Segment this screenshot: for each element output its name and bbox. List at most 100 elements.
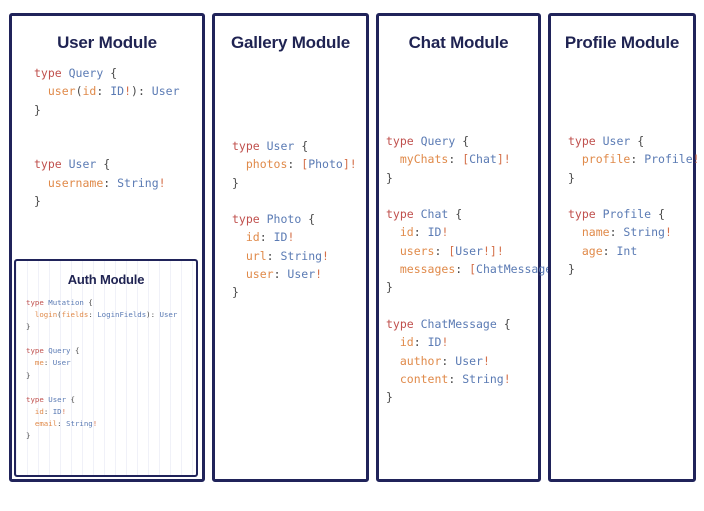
code-token: me xyxy=(34,358,44,368)
card-profile-module[interactable]: Profile Module type User { profile: Prof… xyxy=(548,13,700,482)
code-token: username xyxy=(47,175,104,190)
code-token: : xyxy=(413,225,428,240)
code-token: : xyxy=(287,157,302,172)
code-token: : xyxy=(448,371,463,386)
code-token: { xyxy=(103,66,118,80)
code-token xyxy=(386,225,400,239)
code-token: : xyxy=(266,248,281,263)
code-token: } xyxy=(386,170,393,185)
code-line: id: ID! xyxy=(386,223,538,241)
code-token xyxy=(26,407,35,416)
code-token: ! xyxy=(124,84,132,99)
code-block-gallery-module: type User { photos: [Photo]!} type Photo… xyxy=(215,137,366,302)
code-line xyxy=(34,119,202,137)
code-token xyxy=(232,230,246,244)
code-line: } xyxy=(26,430,196,442)
code-token: [ xyxy=(448,243,456,258)
code-line xyxy=(568,187,693,205)
code-token: { xyxy=(301,212,316,227)
code-token: User xyxy=(455,353,483,368)
code-token: ! xyxy=(441,335,449,350)
code-token: ! xyxy=(158,175,166,190)
code-line xyxy=(34,137,202,155)
code-token: [ xyxy=(462,152,470,167)
code-token: Mutation xyxy=(48,298,84,307)
code-line: } xyxy=(232,174,366,192)
code-line: content: String! xyxy=(386,370,538,388)
code-token xyxy=(26,310,35,319)
code-token: ! xyxy=(322,248,329,263)
code-token xyxy=(568,152,582,166)
code-token: } xyxy=(34,194,41,209)
card-title-gallery-module: Gallery Module xyxy=(230,33,351,52)
code-token: Photo xyxy=(266,212,302,227)
code-token xyxy=(568,225,582,239)
code-token: Profile xyxy=(602,207,652,222)
code-token: ChatMessage xyxy=(476,262,553,277)
code-token: id xyxy=(399,225,414,240)
code-token xyxy=(34,84,48,98)
code-line: id: ID! xyxy=(232,228,366,246)
code-token: Query xyxy=(68,66,104,80)
code-token: Query xyxy=(420,134,456,148)
code-token xyxy=(232,157,246,171)
code-token: !]! xyxy=(482,243,504,258)
code-token: email xyxy=(34,418,58,428)
code-token: ! xyxy=(664,225,672,240)
code-line: login(fields: LoginFields): User xyxy=(26,309,196,321)
card-gallery-module[interactable]: Gallery Module type User { photos: [Phot… xyxy=(212,13,369,482)
code-token: : xyxy=(602,243,617,258)
code-line xyxy=(386,187,538,205)
code-token: profile xyxy=(581,152,631,167)
code-token: Int xyxy=(616,243,638,258)
code-line: type User { xyxy=(34,155,202,173)
code-token: Photo xyxy=(308,157,343,172)
code-line: author: User! xyxy=(386,352,538,370)
code-token: type xyxy=(568,207,603,222)
code-token xyxy=(386,354,400,368)
code-token: photos xyxy=(245,157,288,172)
code-token: type xyxy=(386,134,421,148)
code-token: User xyxy=(52,358,71,368)
code-token: type xyxy=(386,316,421,331)
code-line: type User { xyxy=(26,394,196,406)
code-line: users: [User!]! xyxy=(386,242,538,260)
code-line: type ChatMessage { xyxy=(386,315,538,333)
code-line: } xyxy=(386,169,538,187)
code-line xyxy=(26,333,196,345)
code-line: } xyxy=(26,370,196,382)
code-token: } xyxy=(386,390,393,405)
code-token: : xyxy=(273,267,288,282)
code-token: User xyxy=(602,134,631,148)
code-token: : xyxy=(609,225,624,240)
code-token: type xyxy=(232,139,267,153)
code-token: User xyxy=(455,243,483,258)
code-line: url: String! xyxy=(232,247,366,265)
code-block-profile-module: type User { profile: Profile!} type Prof… xyxy=(551,132,700,278)
card-chat-module[interactable]: Chat Module type Query { myChats: [Chat]… xyxy=(376,13,566,482)
code-token: ( xyxy=(57,310,62,320)
code-token: login xyxy=(34,310,58,320)
code-token: [ xyxy=(469,262,477,277)
code-token: : xyxy=(630,152,645,167)
card-user-module[interactable]: User Module type Query { user(id: ID!): … xyxy=(9,13,205,482)
code-token: User xyxy=(287,267,316,282)
code-token: { xyxy=(496,316,511,331)
code-token: String xyxy=(280,248,323,263)
code-token: type xyxy=(26,298,49,307)
code-token: : xyxy=(434,243,449,258)
code-token: user xyxy=(47,84,76,99)
card-auth-module[interactable]: Auth Module type Mutation { login(fields… xyxy=(14,259,198,477)
code-token: User xyxy=(266,139,295,153)
code-token: author xyxy=(399,353,442,368)
code-token: { xyxy=(83,298,93,307)
code-token: : xyxy=(455,262,470,277)
code-token: Profile xyxy=(644,152,693,167)
card-title-auth-module: Auth Module xyxy=(67,272,145,287)
code-token: User xyxy=(48,394,67,404)
code-line: myChats: [Chat]! xyxy=(386,150,538,168)
code-token: : xyxy=(413,335,428,350)
code-token: : xyxy=(448,152,463,167)
code-line: type Query { xyxy=(26,345,196,357)
